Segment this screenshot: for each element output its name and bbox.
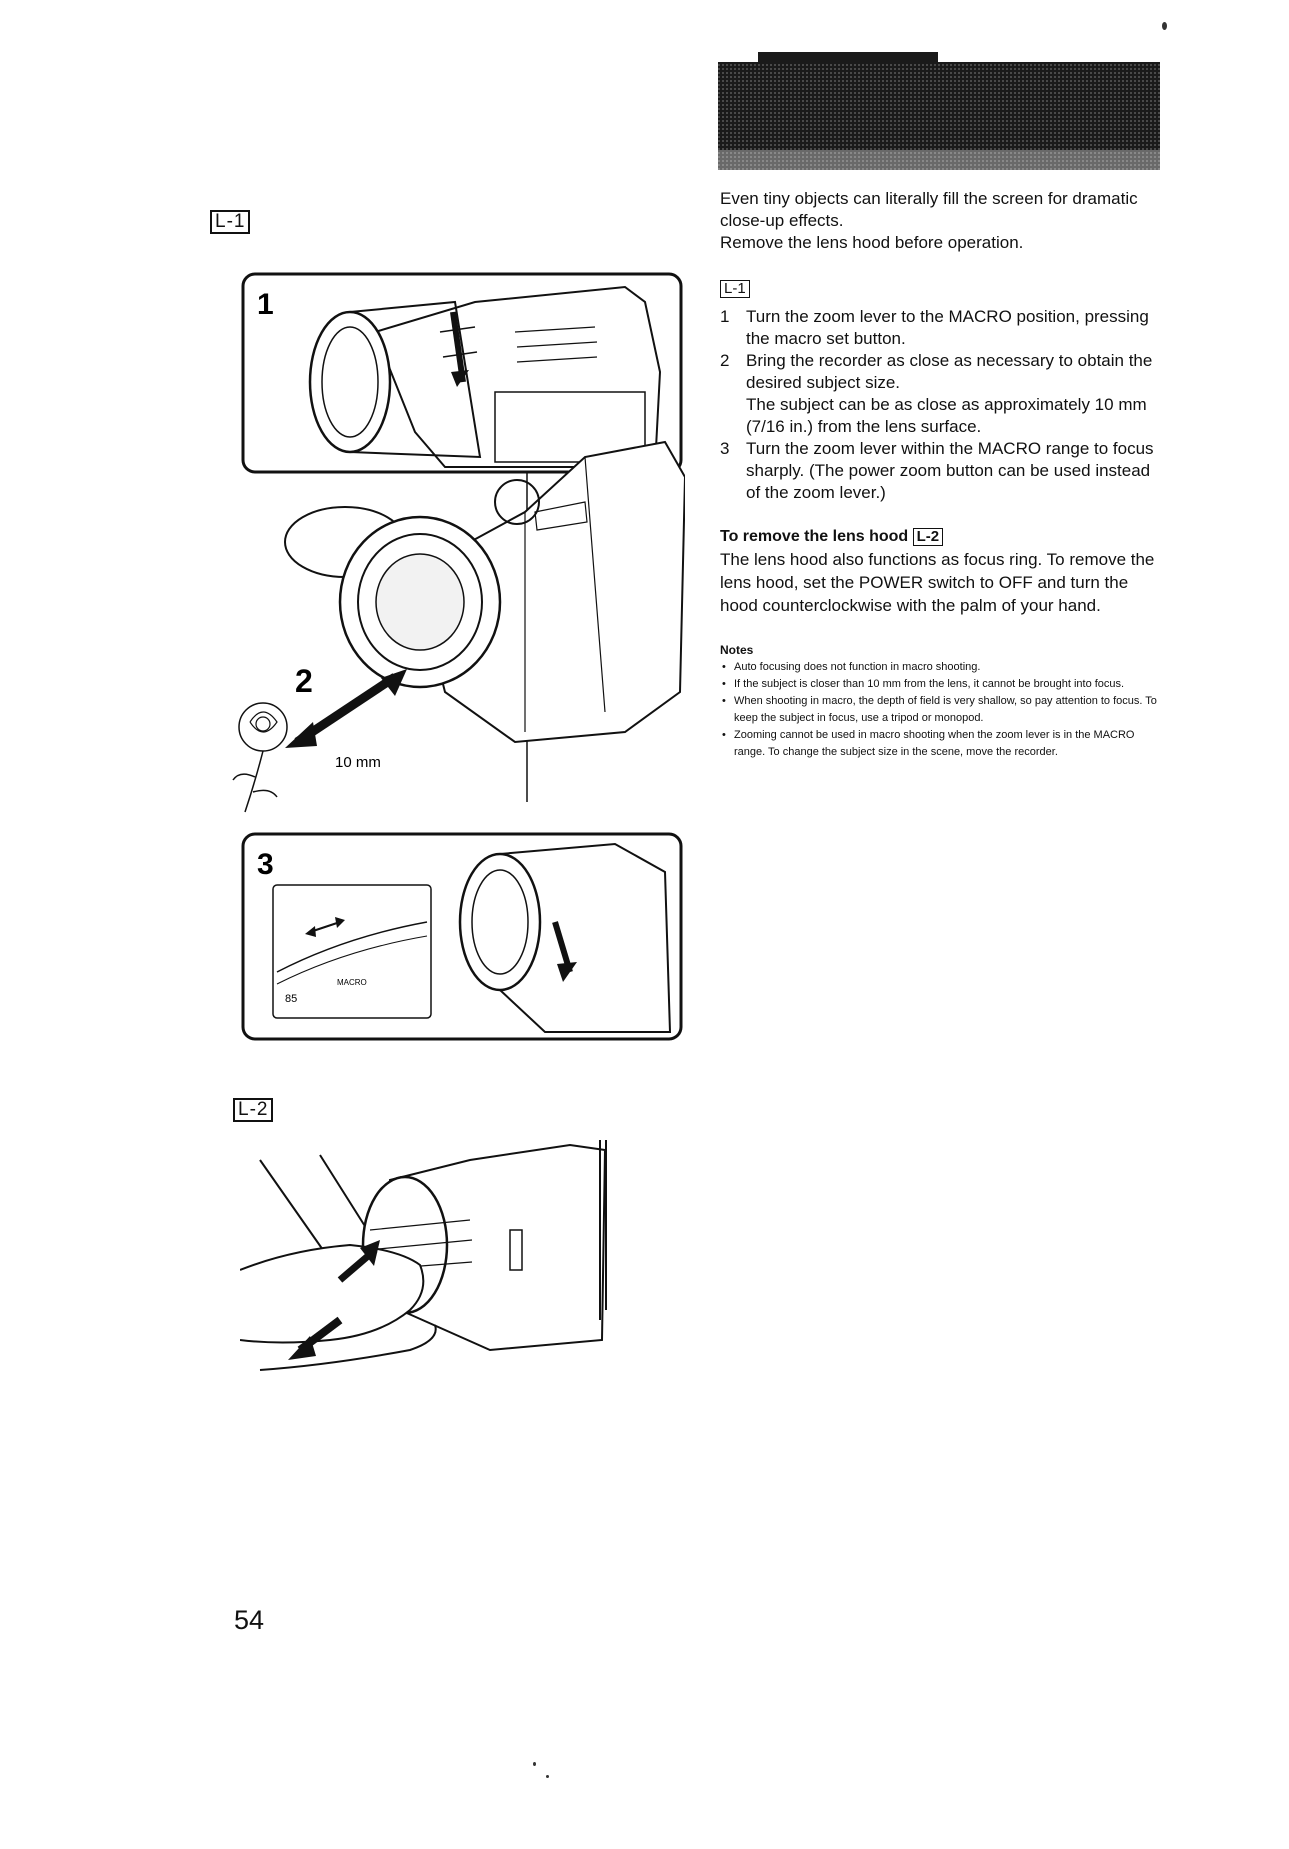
step-number: 3	[720, 439, 730, 458]
step-extra: The subject can be as close as approxima…	[746, 395, 1147, 436]
note-item: •Zooming cannot be used in macro shootin…	[722, 729, 1135, 758]
figure-tag-l2: L-2	[233, 1098, 274, 1122]
step-1: 1 Turn the zoom lever to the MACRO posit…	[720, 306, 1160, 350]
note-item: •When shooting in macro, the depth of fi…	[722, 695, 1157, 724]
note-text: Zooming cannot be used in macro shooting…	[734, 729, 1135, 758]
step-text: Bring the recorder as close as necessary…	[746, 351, 1153, 392]
scan-speck	[546, 1775, 549, 1778]
dial-macro-label: MACRO	[337, 978, 367, 987]
note-text: Auto focusing does not function in macro…	[734, 661, 981, 673]
macro-illustration-l1: 1 2 10 mm	[232, 272, 685, 1041]
hood-text: The lens hood also functions as focus ri…	[720, 550, 1155, 615]
hood-heading-text: To remove the lens hood	[720, 528, 909, 545]
scan-speck	[1162, 22, 1167, 30]
hood-ref-l2: L-2	[912, 528, 944, 546]
intro-text: Even tiny objects can literally fill the…	[720, 189, 1138, 252]
hood-heading: To remove the lens hood L-2	[720, 526, 1160, 548]
scan-speck	[533, 1762, 536, 1766]
notes-title: Notes	[720, 643, 754, 657]
step-2: 2 Bring the recorder as close as necessa…	[720, 350, 1160, 438]
text-column: Even tiny objects can literally fill the…	[720, 188, 1160, 761]
step-text: Turn the zoom lever within the MACRO ran…	[746, 439, 1154, 502]
panel-1-number: 1	[257, 288, 274, 321]
section-banner	[718, 52, 1160, 170]
step-3: 3 Turn the zoom lever within the MACRO r…	[720, 438, 1160, 504]
figure-tag-l1: L-1	[210, 210, 251, 234]
panel-3: 3 85 MACRO	[241, 832, 683, 1041]
camcorder-main: 2 10 mm	[232, 440, 685, 813]
note-text: If the subject is closer than 10 mm from…	[734, 678, 1125, 690]
note-item: •Auto focusing does not function in macr…	[722, 661, 981, 673]
section-ref-l1: L-1	[720, 280, 750, 298]
panel-1: 1	[241, 272, 683, 474]
notes-list: •Auto focusing does not function in macr…	[720, 659, 1160, 761]
lens-hood-illustration-l2	[240, 1140, 607, 1371]
distance-label: 10 mm	[335, 754, 381, 771]
step-number: 2	[720, 351, 730, 370]
page-number: 54	[234, 1605, 265, 1635]
dial-number: 85	[285, 993, 297, 1005]
note-item: •If the subject is closer than 10 mm fro…	[722, 678, 1125, 690]
rose-drawing	[232, 702, 288, 813]
step-number: 1	[720, 307, 730, 326]
note-text: When shooting in macro, the depth of fie…	[734, 695, 1157, 724]
steps-list: 1 Turn the zoom lever to the MACRO posit…	[720, 306, 1160, 504]
panel-2-number: 2	[295, 663, 313, 699]
panel-3-number: 3	[257, 848, 274, 881]
step-text: Turn the zoom lever to the MACRO positio…	[746, 307, 1149, 348]
